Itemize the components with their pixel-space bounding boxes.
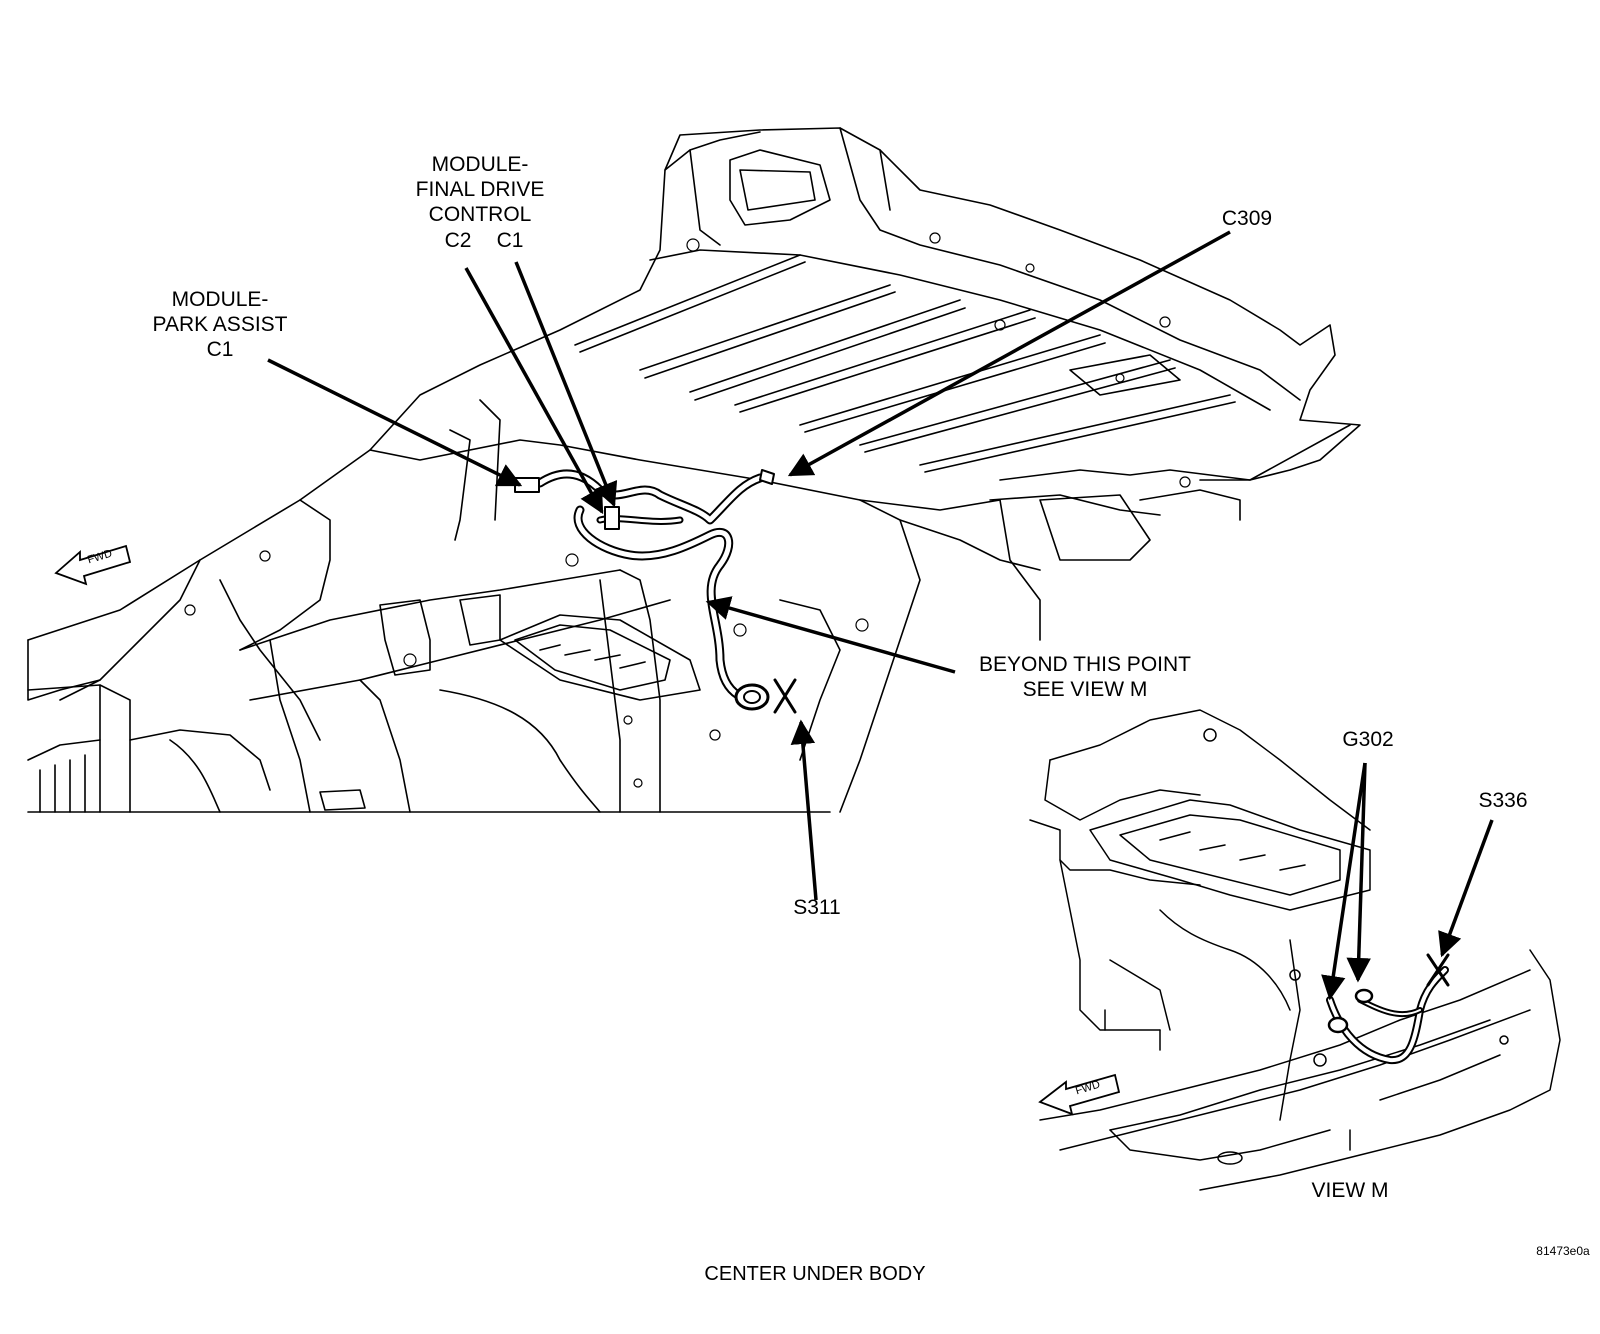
label-final-drive-line2: FINAL DRIVE xyxy=(415,178,545,201)
arrow-beyond-this-point xyxy=(705,596,956,674)
fwd-arrow-main xyxy=(54,544,132,586)
arrow-final-drive-c1 xyxy=(514,261,618,508)
label-park-assist-line2: PARK ASSIST xyxy=(152,313,288,336)
figure-id: 81473e0a xyxy=(1536,1244,1590,1258)
fwd-arrow-inset xyxy=(1038,1073,1121,1116)
arrow-c309 xyxy=(787,230,1231,477)
wiring-harness xyxy=(514,469,797,714)
arrow-s336 xyxy=(1438,819,1494,958)
label-g302: G302 xyxy=(1342,728,1394,751)
label-c309: C309 xyxy=(1221,207,1273,230)
arrow-g302-b xyxy=(1346,762,1371,983)
label-beyond-line2: SEE VIEW M xyxy=(1022,678,1148,701)
label-final-drive-c1: C1 xyxy=(496,229,524,252)
view-m-inset xyxy=(1029,709,1561,1191)
label-view-m: VIEW M xyxy=(1311,1179,1389,1202)
vehicle-body-outline xyxy=(27,127,1361,813)
label-s311: S311 xyxy=(793,896,841,919)
figure-caption: CENTER UNDER BODY xyxy=(704,1263,926,1285)
label-beyond-line1: BEYOND THIS POINT xyxy=(979,653,1191,676)
label-module-final-drive-control: MODULE- FINAL DRIVE CONTROL xyxy=(410,152,550,227)
label-module-park-assist: MODULE- PARK ASSIST C1 xyxy=(135,287,305,362)
leader-arrows xyxy=(267,230,1494,1001)
arrow-g302-a xyxy=(1321,762,1367,1001)
label-final-drive-line1: MODULE- xyxy=(431,153,529,176)
arrow-s311 xyxy=(790,719,818,901)
label-park-assist-line1: MODULE- xyxy=(171,288,269,311)
arrow-park-assist-c1 xyxy=(267,358,523,487)
label-final-drive-c2: C2 xyxy=(444,229,472,252)
label-beyond-this-point: BEYOND THIS POINT SEE VIEW M xyxy=(960,652,1210,702)
arrow-final-drive-c2 xyxy=(464,267,604,515)
label-final-drive-line3: CONTROL xyxy=(428,203,532,226)
label-s336: S336 xyxy=(1478,789,1528,812)
label-park-assist-line3: C1 xyxy=(206,338,234,361)
